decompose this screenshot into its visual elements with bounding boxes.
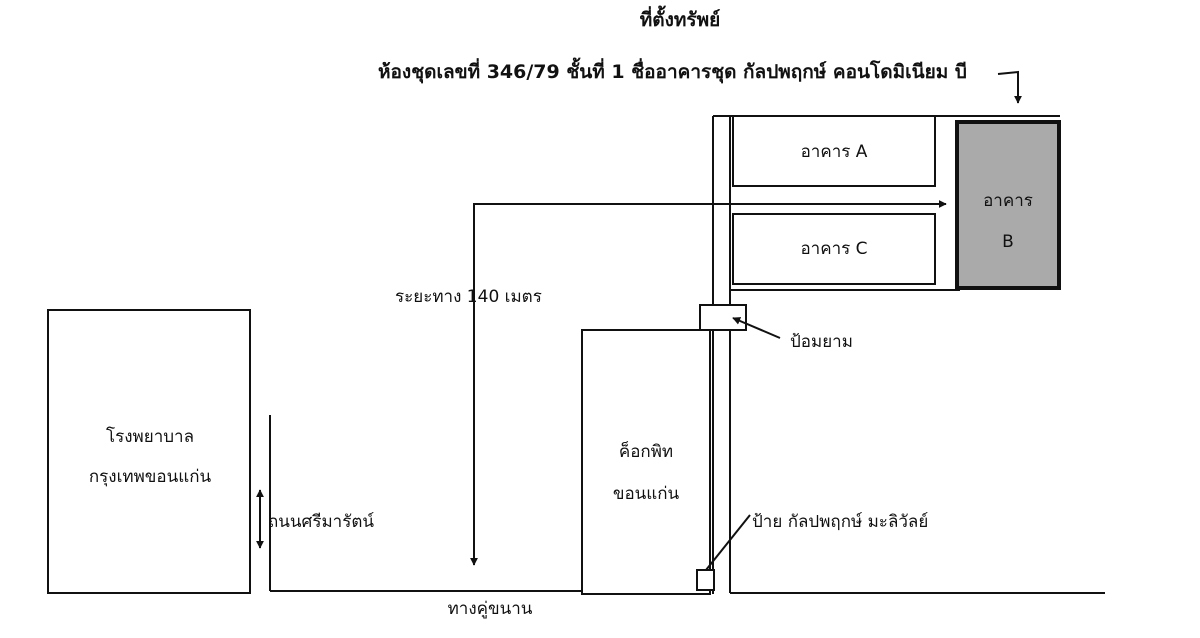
sign-pointer — [705, 514, 751, 571]
cockpit-label-line2: ขอนแก่น — [613, 484, 680, 504]
entrance-sign — [696, 569, 715, 591]
building-b-label-line1: อาคาร — [983, 191, 1033, 211]
subtitle-pointer-arrow — [997, 70, 1022, 104]
building-b — [955, 120, 1061, 290]
hospital-label-line1: โรงพยาบาล — [106, 426, 194, 447]
map-title: ที่ตั้งทรัพย์ — [640, 5, 721, 31]
building-b-label-line2: B — [1002, 232, 1014, 252]
cockpit-store-block — [581, 329, 711, 595]
guard-label: ป้อมยาม — [790, 332, 853, 352]
building-a — [732, 115, 936, 187]
sign-label: ป้าย กัลปพฤกษ์ มะลิวัลย์ — [752, 512, 928, 532]
distance-route-arrow — [470, 200, 947, 566]
guard-house — [699, 304, 747, 331]
hospital-label-line2: กรุงเทพขอนแก่น — [89, 467, 212, 487]
frontage-road-label: ทางคู่ขนาน — [448, 599, 533, 619]
cockpit-label-line1: ค็อกพิท — [619, 440, 673, 462]
hospital-block — [47, 309, 251, 594]
property-subtitle: ห้องชุดเลขที่ 346/79 ชั้นที่ 1 ชื่ออาคาร… — [378, 57, 967, 84]
distance-label: ระยะทาง 140 เมตร — [395, 287, 542, 307]
guard-pointer-arrow — [732, 317, 781, 339]
building-c — [732, 213, 936, 285]
road-name-label: ถนนศรีมารัตน์ — [268, 512, 374, 532]
building-a-label: อาคาร A — [801, 142, 868, 162]
building-c-label: อาคาร C — [800, 239, 867, 259]
